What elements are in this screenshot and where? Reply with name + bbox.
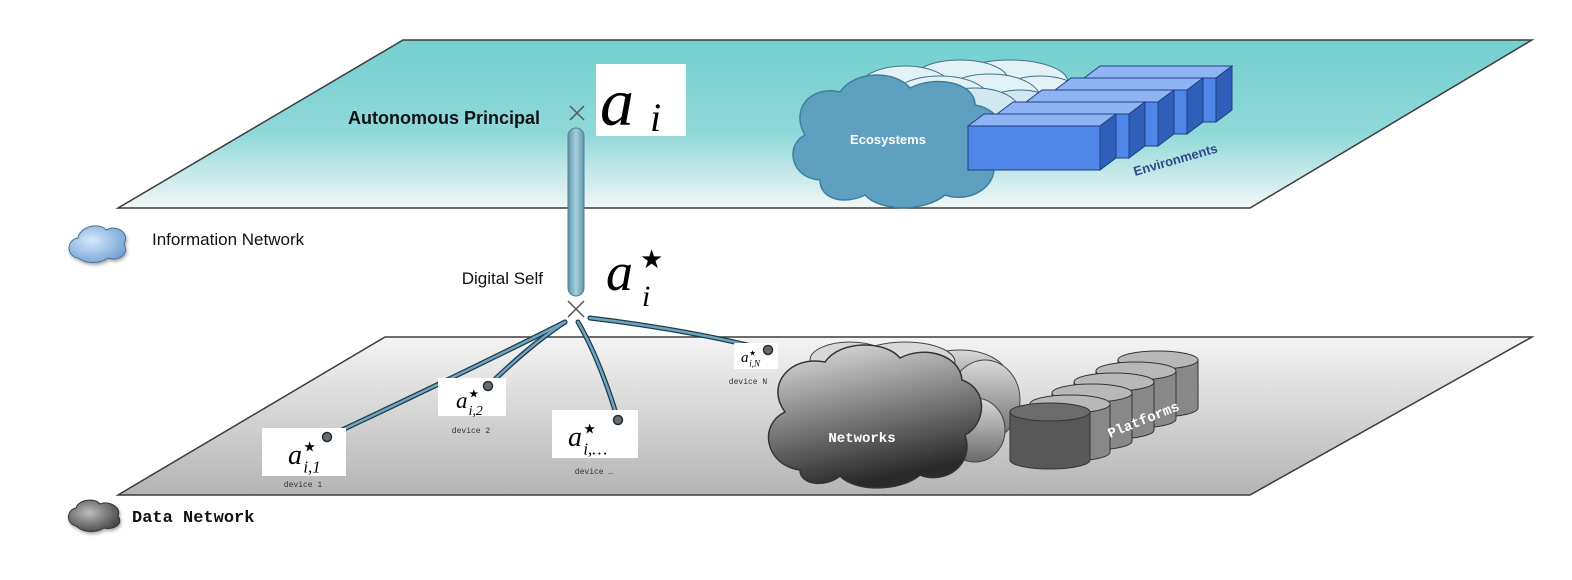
legend-data-network: Data Network [68, 499, 254, 532]
principal-digital-self-connector [567, 127, 585, 297]
networks-cloud [767, 344, 983, 489]
principal-symbol-box [596, 64, 686, 136]
device-links [324, 315, 771, 440]
device-node: a★ i,… device … [552, 410, 638, 477]
autonomous-principal-label: Autonomous Principal [348, 108, 540, 128]
device-node: a★ i,1 device 1 [262, 428, 346, 490]
device-symbol: a [456, 388, 468, 413]
ecosystems-label: Ecosystems [850, 132, 926, 147]
device-label: device 1 [284, 481, 323, 490]
environment-boxes [966, 65, 1234, 171]
device-symbol-sub: i,1 [303, 457, 320, 476]
device-symbol-sub: i,N [749, 359, 761, 369]
device-label: device N [729, 378, 768, 387]
device-symbol-sup: ★ [469, 389, 479, 401]
device-symbol-sup: ★ [749, 348, 756, 357]
device-symbol-sup: ★ [583, 422, 596, 437]
device-symbol: a [288, 440, 302, 471]
device-symbol-sub: i,… [583, 439, 607, 458]
device-symbol: a [568, 422, 582, 453]
digital-self-symbol-sup: ★ [640, 245, 663, 274]
device-symbol: a [741, 350, 749, 366]
device-link-endpoint [482, 380, 494, 392]
device-label: device 2 [452, 427, 491, 436]
device-link-endpoint [321, 431, 333, 443]
principal-x-marker [569, 105, 585, 121]
legend-information-network: Information Network [68, 225, 305, 263]
digital-self-symbol-sub: i [642, 280, 650, 313]
networks-label: Networks [828, 431, 895, 447]
platform-cylinder [1009, 402, 1091, 470]
platform-cylinders [1009, 350, 1199, 470]
device-node: a★ i,2 device 2 [438, 378, 506, 436]
data-layer: Networks Platforms [115, 336, 1535, 496]
device-symbol-box [552, 410, 638, 458]
device-node: a★ i,N device N [729, 343, 778, 387]
device-symbol-sup: ★ [303, 440, 316, 455]
ecosystems-cloud [792, 74, 1003, 209]
device-symbol-sub: i,2 [469, 403, 483, 418]
cloud-icon [68, 225, 126, 263]
environment-box [966, 113, 1118, 171]
digital-self-label: Digital Self [462, 269, 544, 288]
device-link-endpoint [762, 344, 774, 356]
information-layer: Ecosystems Environments Autonomous Princ… [115, 39, 1535, 209]
data-network-label: Data Network [132, 509, 254, 528]
device-link-endpoint [612, 414, 624, 426]
cloud-icon [68, 499, 121, 532]
device-label: device … [575, 468, 614, 477]
digital-self-symbol: a [606, 242, 633, 302]
device-symbol-box [438, 378, 506, 416]
information-network-label: Information Network [152, 230, 305, 249]
digital-self-x-marker [567, 300, 585, 318]
